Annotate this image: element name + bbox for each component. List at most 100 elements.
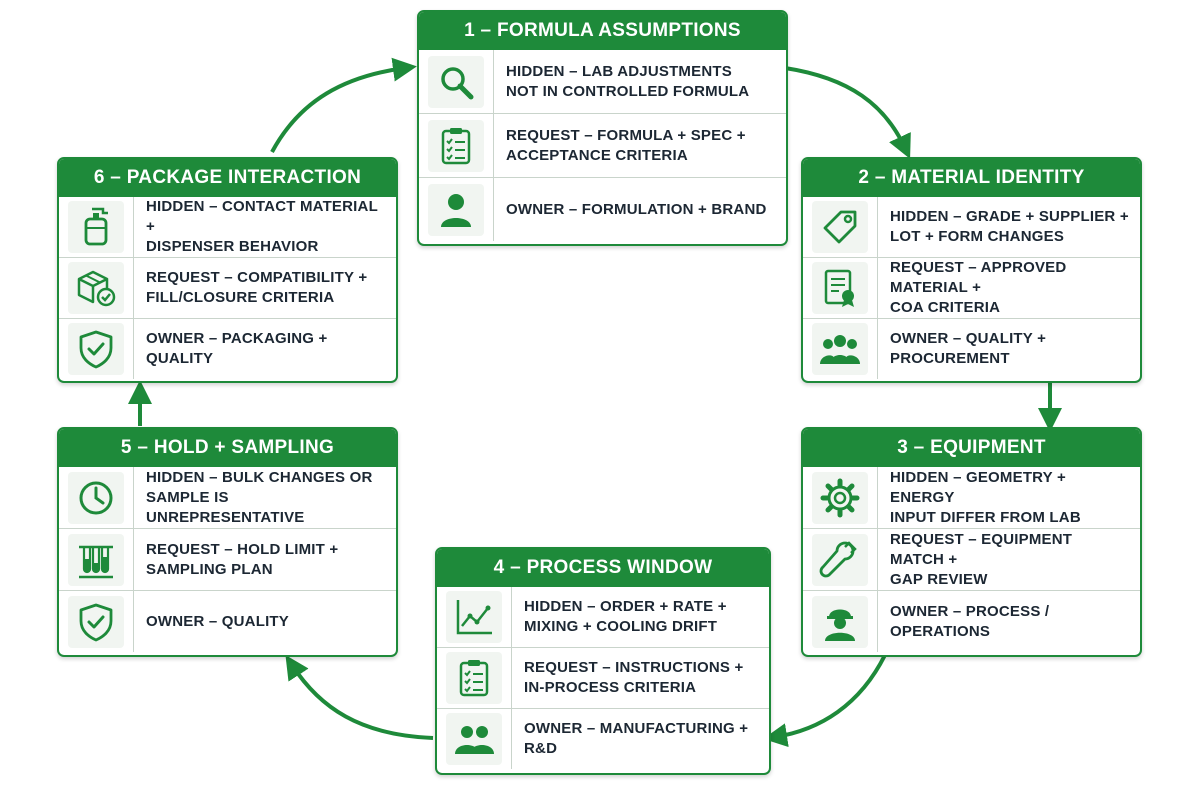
magnifier-icon (428, 55, 484, 108)
step-card-row: HIDDEN – ORDER + RATE +MIXING + COOLING … (437, 587, 769, 647)
clipboard-checklist-icon (446, 652, 502, 704)
icon-cell (803, 467, 878, 528)
test-tubes-icon (68, 533, 124, 586)
icon-cell (59, 258, 134, 318)
gear-icon (812, 471, 868, 524)
step-card-title: 4 – PROCESS WINDOW (437, 549, 769, 587)
row-text-line: COA CRITERIA (890, 299, 1001, 316)
step-card-row: HIDDEN – CONTACT MATERIAL +DISPENSER BEH… (59, 197, 396, 257)
step-card-title: 5 – HOLD + SAMPLING (59, 429, 396, 467)
row-text-line: PROCUREMENT (890, 350, 1010, 367)
row-text-line: HIDDEN – BULK CHANGES OR (146, 468, 373, 486)
step-card-row: REQUEST – COMPATIBILITY + FILL/CLOSURE CR… (59, 257, 396, 318)
row-text: HIDDEN – LAB ADJUSTMENTS NOT IN CONTROLLE… (494, 62, 759, 102)
row-text: REQUEST – APPROVED MATERIAL + COA CRITERI… (878, 258, 1140, 318)
row-text: REQUEST – INSTRUCTIONS +IN-PROCESS CRITE… (512, 658, 753, 698)
person-icon (428, 183, 484, 236)
arrow-3-to-4 (763, 654, 887, 748)
step-card-row: OWNER – QUALITY + PROCUREMENT (803, 318, 1140, 379)
step-card-row: HIDDEN – LAB ADJUSTMENTS NOT IN CONTROLLE… (419, 50, 786, 113)
row-text-line: QUALITY (146, 350, 214, 367)
step-card-title: 3 – EQUIPMENT (803, 429, 1140, 467)
row-text: OWNER – PACKAGING + QUALITY (134, 329, 337, 369)
row-text: HIDDEN – BULK CHANGES OR SAMPLE IS UNREPR… (134, 468, 396, 528)
shield-check-icon (68, 323, 124, 375)
row-text-line: INPUT DIFFER FROM LAB (890, 508, 1081, 526)
row-text: OWNER – QUALITY (134, 612, 299, 632)
row-text-line: REQUEST – APPROVED MATERIAL + (890, 259, 1067, 296)
icon-cell (59, 529, 134, 590)
row-text: HIDDEN – GEOMETRY + ENERGY INPUT DIFFER F… (878, 468, 1140, 528)
line-chart-icon (446, 591, 502, 643)
row-text-line: OWNER – QUALITY + (890, 330, 1047, 347)
icon-cell (59, 319, 134, 379)
row-text-line: REQUEST – COMPATIBILITY + (146, 269, 368, 286)
icon-cell (419, 50, 494, 113)
row-text: OWNER – QUALITY + PROCUREMENT (878, 329, 1056, 369)
icon-cell (59, 467, 134, 528)
row-text-line: LOT + FORM CHANGES (890, 228, 1065, 245)
row-text-line: HIDDEN – CONTACT MATERIAL + (146, 198, 378, 235)
group-icon (812, 323, 868, 375)
row-text-line: REQUEST – INSTRUCTIONS + (524, 659, 744, 676)
icon-cell (419, 178, 494, 241)
row-text-line: MIXING + COOLING DRIFT (524, 618, 718, 635)
row-text: HIDDEN – CONTACT MATERIAL +DISPENSER BEH… (134, 197, 396, 257)
icon-cell (803, 319, 878, 379)
box-check-icon (68, 262, 124, 314)
icon-cell (437, 709, 512, 769)
step-card-row: OWNER – FORMULATION + BRAND (419, 177, 786, 241)
icon-cell (803, 197, 878, 257)
step-card-title: 6 – PACKAGE INTERACTION (59, 159, 396, 197)
step-card-row: REQUEST – APPROVED MATERIAL + COA CRITERI… (803, 257, 1140, 318)
row-text-line: REQUEST – HOLD LIMIT + (146, 540, 339, 558)
icon-cell (803, 591, 878, 652)
icon-cell (437, 648, 512, 708)
row-text: OWNER – FORMULATION + BRAND (494, 200, 777, 220)
row-text-line: FILL/CLOSURE CRITERIA (146, 289, 335, 306)
step-card-row: HIDDEN – GRADE + SUPPLIER + LOT + FORM CH… (803, 197, 1140, 257)
row-text-line: GAP REVIEW (890, 570, 988, 588)
two-people-icon (446, 713, 502, 765)
shield-check-icon (68, 595, 124, 648)
tag-icon (812, 201, 868, 253)
icon-cell (437, 587, 512, 647)
icon-cell (803, 529, 878, 590)
step-card-row: REQUEST – INSTRUCTIONS +IN-PROCESS CRITE… (437, 647, 769, 708)
row-text-line: OWNER – FORMULATION + BRAND (506, 200, 767, 218)
row-text: REQUEST – COMPATIBILITY + FILL/CLOSURE CR… (134, 268, 377, 308)
row-text-line: SAMPLE IS UNREPRESENTATIVE (146, 488, 305, 526)
icon-cell (419, 114, 494, 177)
step-card-row: OWNER – PACKAGING + QUALITY (59, 318, 396, 379)
row-text: OWNER – PROCESS /OPERATIONS (878, 602, 1059, 642)
icon-cell (59, 591, 134, 652)
step-card-row: REQUEST – FORMULA + SPEC +ACCEPTANCE CRI… (419, 113, 786, 177)
step-card-row: HIDDEN – BULK CHANGES OR SAMPLE IS UNREPR… (59, 467, 396, 528)
row-text: HIDDEN – ORDER + RATE +MIXING + COOLING … (512, 597, 737, 637)
row-text-line: OPERATIONS (890, 622, 991, 640)
arrow-4-to-5 (285, 654, 434, 740)
row-text-line: REQUEST – EQUIPMENT MATCH + (890, 530, 1073, 568)
certificate-icon (812, 262, 868, 314)
step-card-row: OWNER – MANUFACTURING + R&D (437, 708, 769, 769)
step-card-title: 2 – MATERIAL IDENTITY (803, 159, 1140, 197)
row-text-line: ACCEPTANCE CRITERIA (506, 146, 688, 164)
arrow-1-to-2 (784, 66, 911, 159)
row-text-line: HIDDEN – GRADE + SUPPLIER + (890, 208, 1129, 225)
clipboard-checklist-icon (428, 119, 484, 172)
step-card-row: REQUEST – EQUIPMENT MATCH + GAP REVIEW (803, 528, 1140, 590)
row-text-line: OWNER – MANUFACTURING + R&D (524, 720, 749, 757)
row-text: REQUEST – FORMULA + SPEC +ACCEPTANCE CRI… (494, 126, 756, 166)
row-text-line: OWNER – QUALITY (146, 612, 290, 630)
pump-bottle-icon (68, 201, 124, 253)
row-text-line: HIDDEN – GEOMETRY + ENERGY (890, 468, 1066, 506)
row-text-line: OWNER – PACKAGING + (146, 330, 328, 347)
row-text-line: NOT IN CONTROLLED FORMULA (506, 82, 750, 100)
row-text-line: HIDDEN – LAB ADJUSTMENTS (506, 62, 732, 80)
